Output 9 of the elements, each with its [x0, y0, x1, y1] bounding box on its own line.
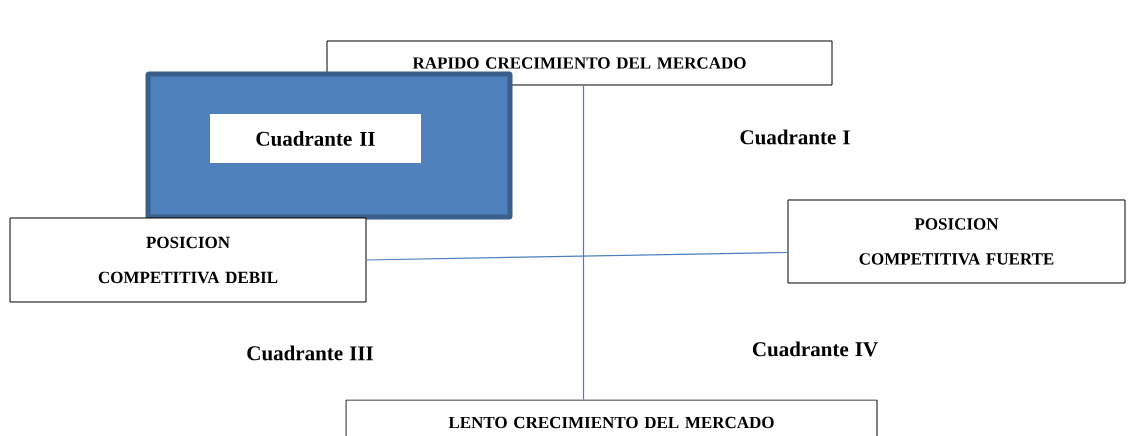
- quadrant-label-box: Cuadrante II: [210, 114, 421, 163]
- axis-label-box: POSICION COMPETITIVA FUERTE: [787, 199, 1126, 284]
- axis-label-box: LENTO CRECIMIENTO DEL MERCADO: [345, 399, 878, 436]
- quadrant-label: Cuadrante IV: [752, 341, 878, 357]
- quadrant-label: Cuadrante I: [740, 129, 850, 145]
- quadrant-label: Cuadrante III: [247, 345, 373, 361]
- axis-label-box: POSICION COMPETITIVA DEBIL: [9, 217, 367, 303]
- axis-line: [582, 84, 585, 401]
- axis-line: [365, 251, 789, 261]
